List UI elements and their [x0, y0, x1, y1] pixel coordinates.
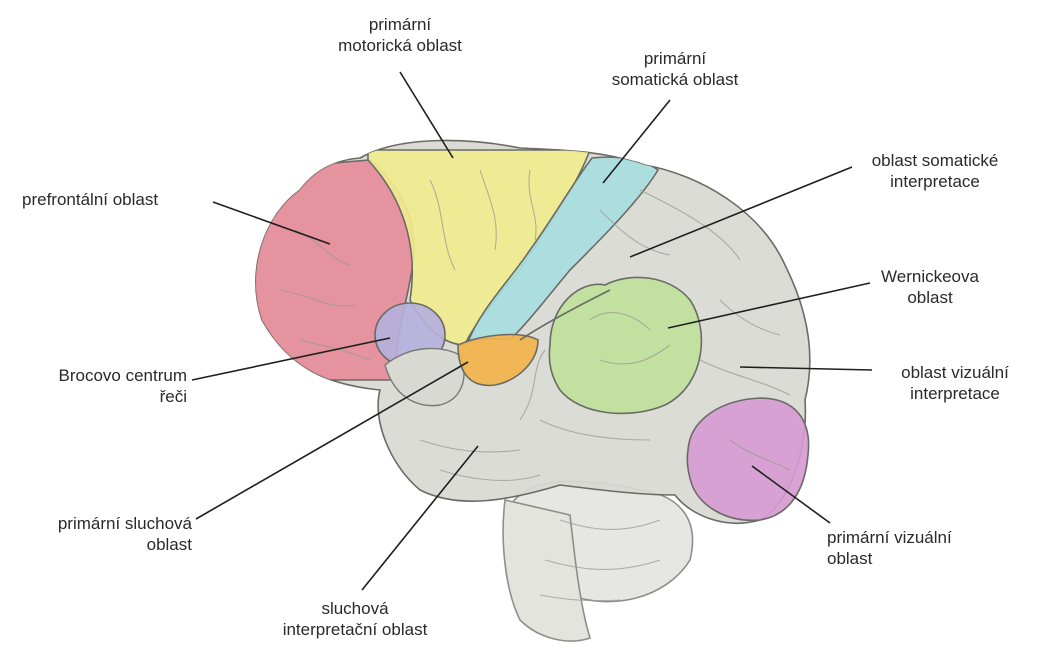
label-prefrontal-line1: prefrontální oblast — [22, 189, 222, 210]
label-primary-visual: primární vizuální oblast — [827, 527, 1027, 569]
label-broca-line1: Brocovo centrum — [10, 365, 187, 386]
wernicke-region — [549, 277, 701, 413]
label-primary-somatic: primární somatická oblast — [590, 48, 760, 90]
label-primary-somatic-line2: somatická oblast — [590, 69, 760, 90]
label-visual-interpretation-line1: oblast vizuální — [870, 362, 1040, 383]
label-primary-somatic-line1: primární — [590, 48, 760, 69]
label-broca-line2: řeči — [10, 386, 187, 407]
label-primary-auditory-line2: oblast — [2, 534, 192, 555]
label-somatic-interpretation: oblast somatické interpretace — [845, 150, 1025, 192]
primary-visual-region — [687, 398, 808, 520]
label-visual-interpretation-line2: interpretace — [870, 383, 1040, 404]
label-primary-visual-line2: oblast — [827, 548, 1027, 569]
label-somatic-interpretation-line2: interpretace — [845, 171, 1025, 192]
label-broca: Brocovo centrum řeči — [10, 365, 187, 407]
label-prefrontal: prefrontální oblast — [22, 189, 222, 210]
label-primary-motor-line1: primární — [310, 14, 490, 35]
label-primary-motor: primární motorická oblast — [310, 14, 490, 56]
label-wernicke: Wernickeova oblast — [855, 266, 1005, 308]
label-wernicke-line2: oblast — [855, 287, 1005, 308]
label-primary-visual-line1: primární vizuální — [827, 527, 1027, 548]
label-auditory-interpretation-line1: sluchová — [250, 598, 460, 619]
label-somatic-interpretation-line1: oblast somatické — [845, 150, 1025, 171]
label-visual-interpretation: oblast vizuální interpretace — [870, 362, 1040, 404]
label-wernicke-line1: Wernickeova — [855, 266, 1005, 287]
label-primary-auditory: primární sluchová oblast — [2, 513, 192, 555]
label-auditory-interpretation: sluchová interpretační oblast — [250, 598, 460, 640]
label-auditory-interpretation-line2: interpretační oblast — [250, 619, 460, 640]
label-primary-motor-line2: motorická oblast — [310, 35, 490, 56]
label-primary-auditory-line1: primární sluchová — [2, 513, 192, 534]
